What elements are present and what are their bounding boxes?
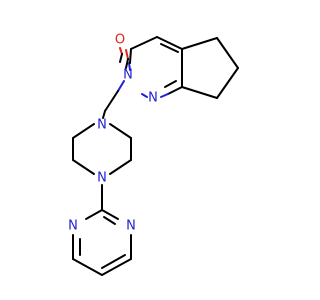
bond-carbonyl-2b xyxy=(119,53,123,63)
molecule-structure-diagram: O N N N N N N xyxy=(68,33,239,276)
bond-c7-c7a xyxy=(181,86,218,99)
n1-atom-label: N xyxy=(148,91,158,106)
bond-c7a-n1 xyxy=(167,86,183,95)
bond-c5-c6 xyxy=(216,37,239,69)
bond-pip-1 xyxy=(109,123,132,139)
atom-labels: O N N N N N N xyxy=(68,33,158,234)
bond-ch2-npip xyxy=(102,110,106,119)
bond-c4-c4a-outer xyxy=(156,36,183,50)
bond-carbonyl-1b xyxy=(125,58,129,69)
pyrimidine-n-right-label: N xyxy=(126,219,136,234)
bond-pip-3 xyxy=(109,159,132,175)
bond-n2-c3 xyxy=(128,62,131,71)
bond-carbonyl-2 xyxy=(119,47,123,55)
bond-n2-ch2-n xyxy=(117,80,125,92)
bond-n2-ch2 xyxy=(104,90,119,112)
bond-pyr-c4-c5-inner xyxy=(101,254,126,269)
bond-pyr-c5-c6 xyxy=(72,258,103,276)
bond-pyr-c2-n3-inner xyxy=(103,216,116,225)
bond-c7a-n1-n xyxy=(160,93,169,98)
bond-pyr-c4-c5 xyxy=(101,258,132,276)
bond-c6-c7 xyxy=(216,67,239,99)
piperazine-n-bottom-label: N xyxy=(97,171,107,186)
oxygen-atom-label: O xyxy=(115,33,125,48)
bond-c4a-c5 xyxy=(181,37,218,50)
pyrimidine-n-left-label: N xyxy=(68,219,78,234)
bond-pip-4 xyxy=(72,159,95,175)
n2-atom-label: N xyxy=(123,68,133,83)
piperazine-n-top-label: N xyxy=(97,118,107,133)
bond-c3-n2 xyxy=(129,48,132,64)
bond-c3-c4 xyxy=(130,36,158,50)
bond-c7a-n1-inner xyxy=(164,80,177,88)
bond-c4-c4a-inner xyxy=(160,43,179,53)
bond-n1-n2-a xyxy=(141,93,148,98)
bond-pyr-n1-c2 xyxy=(85,209,103,220)
bond-carbonyl-1 xyxy=(125,49,129,60)
bond-pyr-c2-n3 xyxy=(101,209,119,220)
bond-pip-6 xyxy=(72,123,95,139)
bond-lines xyxy=(72,36,239,276)
